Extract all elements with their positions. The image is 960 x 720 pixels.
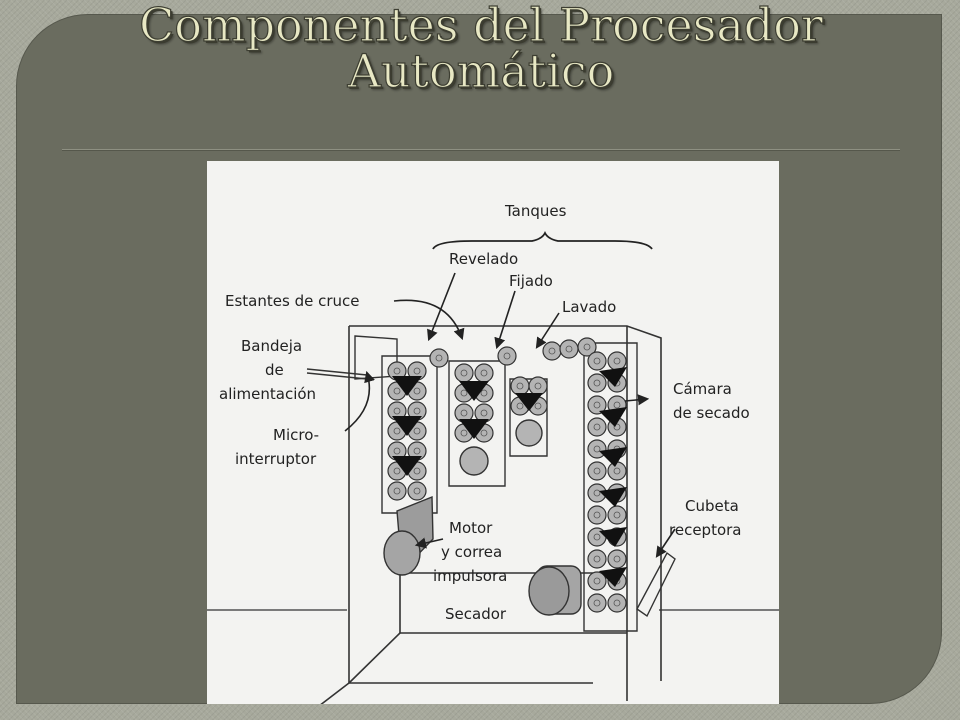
slide-title: Componentes del Procesador Automático (56, 0, 906, 98)
label-micro-2: interruptor (235, 450, 317, 468)
motor (383, 495, 434, 576)
label-camara-1: Cámara (673, 380, 732, 398)
feed-tray (306, 335, 398, 380)
rollers-wash (510, 376, 548, 447)
label-lavado: Lavado (562, 298, 616, 316)
label-estantes: Estantes de cruce (225, 292, 359, 310)
label-secador: Secador (445, 605, 507, 623)
tank-fixer (448, 360, 506, 487)
label-tanques: Tanques (504, 202, 567, 220)
dryer-fan (528, 565, 582, 616)
label-cubeta-2: receptora (669, 521, 741, 539)
rollers-fixer (454, 363, 494, 476)
label-revelado: Revelado (449, 250, 518, 268)
label-fijado: Fijado (509, 272, 553, 290)
label-bandeja-2: de (265, 361, 284, 379)
processor-diagram: Tanques Revelado Fijado Lavado Estantes … (207, 161, 779, 704)
title-line-2: Automático (347, 44, 615, 98)
label-motor-3: impulsora (433, 567, 507, 585)
label-cubeta-1: Cubeta (685, 497, 739, 515)
label-bandeja-3: alimentación (219, 385, 316, 403)
film-guides (392, 367, 627, 587)
dryer-chamber (583, 342, 638, 632)
diagram-svg: Tanques Revelado Fijado Lavado Estantes … (207, 202, 779, 704)
rollers-crossover (429, 337, 597, 368)
receiving-bin (636, 551, 676, 618)
label-micro-1: Micro- (273, 426, 319, 444)
label-bandeja-1: Bandeja (241, 337, 302, 355)
processor-cabinet (320, 325, 662, 704)
title-divider (62, 149, 900, 151)
tanks-bracket (432, 230, 653, 250)
label-motor-2: y correa (441, 543, 502, 561)
tank-developer (381, 355, 438, 514)
arrows (344, 272, 676, 558)
label-motor-1: Motor (449, 519, 493, 537)
title-line-1: Componentes del Procesador (138, 0, 823, 52)
label-camara-2: de secado (673, 404, 750, 422)
